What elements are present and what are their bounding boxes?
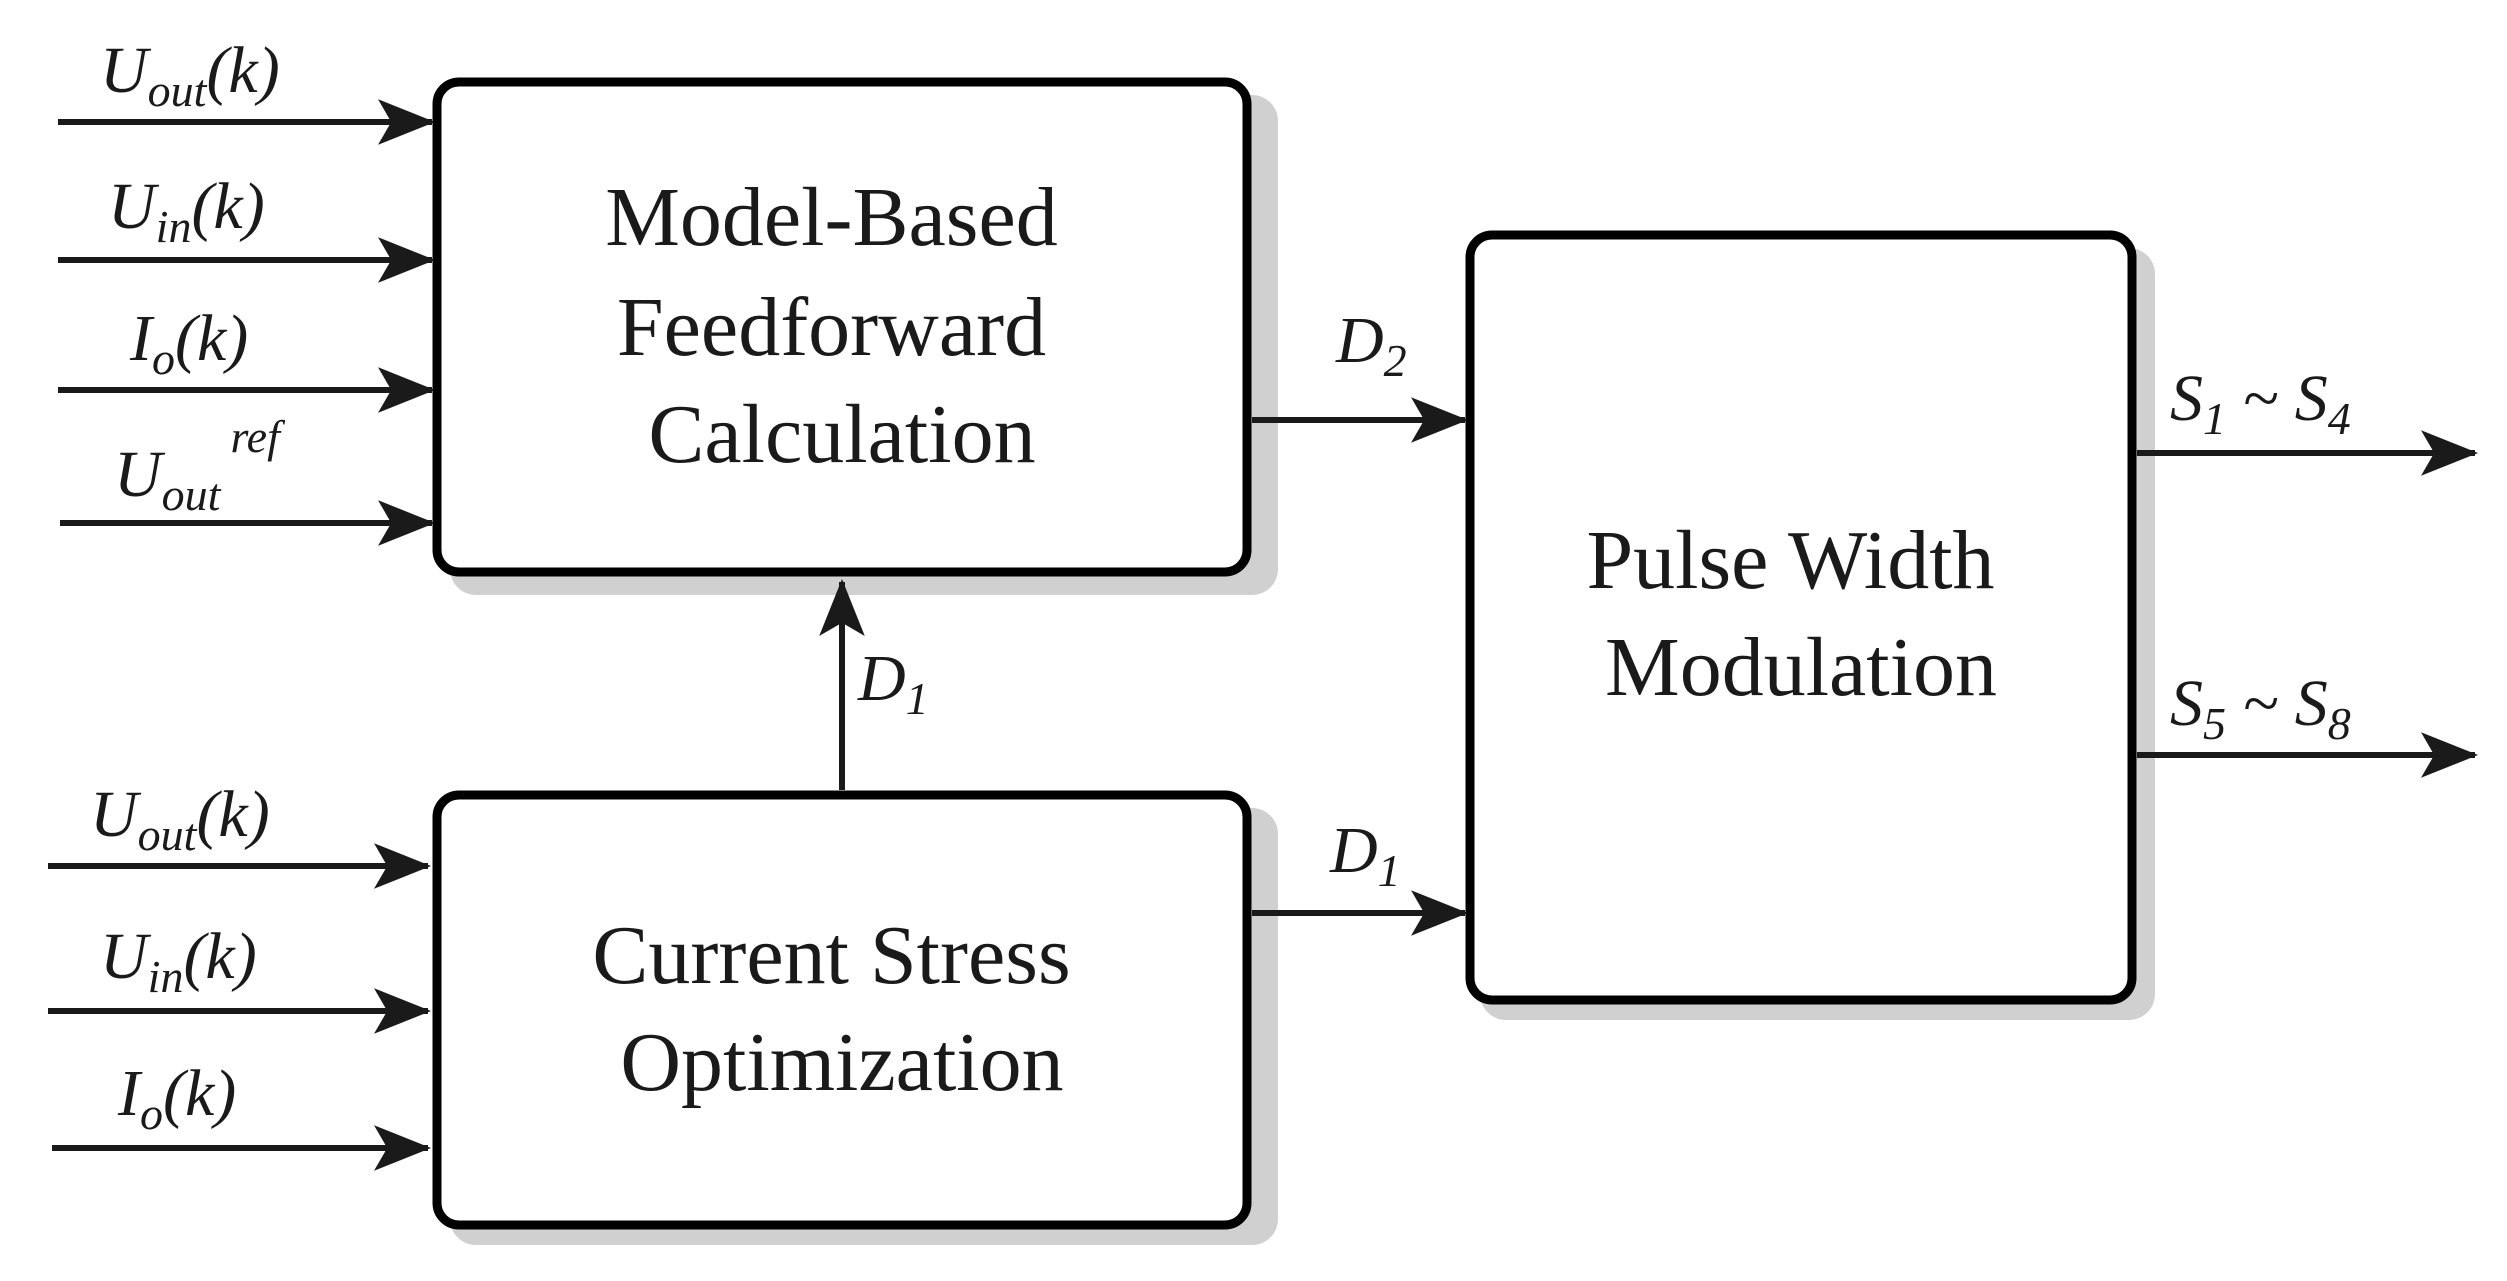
pwm-outputs: S1 ~ S4 S5 ~ S8: [2137, 362, 2478, 778]
feedforward-block: Model-Based Feedforward Calculation: [432, 77, 1278, 595]
d2-connection: D2: [1252, 304, 1468, 443]
pwm-line-2: Modulation: [1605, 621, 1997, 714]
feedforward-line-1: Model-Based: [605, 171, 1058, 264]
input-label-uout-top: Uout(k): [100, 34, 280, 116]
feedforward-block-box: [432, 77, 1252, 577]
optimization-block-box: [432, 790, 1252, 1230]
output-label-s1-s4: S1 ~ S4: [2170, 362, 2351, 444]
feedforward-inputs: Uout(k) Uin(k) Io(k) Uoutref: [58, 34, 435, 546]
input-label-uref-top: Uoutref: [114, 411, 286, 520]
input-label-io-bottom: Io(k): [117, 1057, 236, 1139]
pwm-line-1: Pulse Width: [1586, 514, 1994, 607]
pwm-block-box: [1465, 230, 2137, 1005]
output-label-s5-s8: S5 ~ S8: [2170, 667, 2351, 749]
feedforward-line-3: Calculation: [648, 388, 1035, 481]
d1-up-label: D1: [857, 642, 929, 724]
optimization-line-1: Current Stress: [592, 909, 1070, 1002]
d1-right-label: D1: [1329, 814, 1401, 896]
input-label-uout-bottom: Uout(k): [90, 778, 270, 860]
pwm-block: Pulse Width Modulation: [1465, 230, 2155, 1020]
pwm-block-label: Pulse Width Modulation: [1586, 514, 2015, 714]
d1-right-connection: D1: [1252, 814, 1468, 936]
optimization-inputs: Uout(k) Uin(k) Io(k): [48, 778, 431, 1171]
optimization-line-2: Optimization: [620, 1016, 1063, 1109]
feedforward-line-2: Feedforward: [617, 281, 1046, 374]
d2-label: D2: [1335, 304, 1407, 386]
feedforward-block-label: Model-Based Feedforward Calculation: [605, 171, 1079, 481]
d1-up-connection: D1: [819, 579, 929, 790]
optimization-block-label: Current Stress Optimization: [592, 909, 1091, 1109]
input-label-io-top: Io(k): [129, 302, 248, 384]
input-label-uin-top: Uin(k): [108, 170, 265, 252]
input-label-uin-bottom: Uin(k): [100, 920, 257, 1002]
optimization-block: Current Stress Optimization: [432, 790, 1278, 1245]
